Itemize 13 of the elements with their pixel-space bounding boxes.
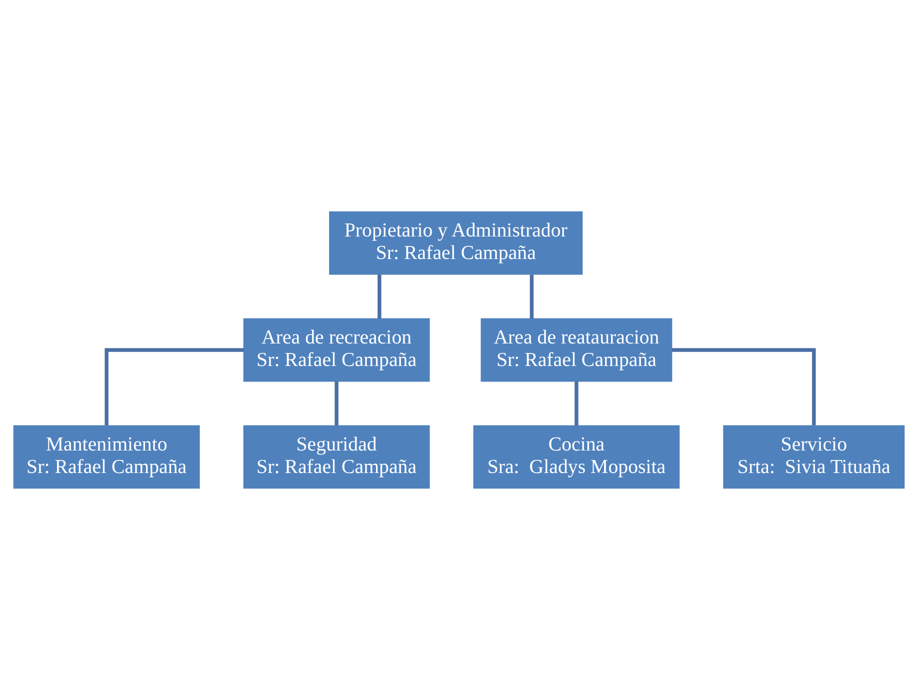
connector xyxy=(334,382,338,426)
connector xyxy=(671,348,816,426)
node-box: Propietario y Administrador Sr: Rafael Campaña xyxy=(328,211,582,275)
node-box: Cocina Sra: Gladys Moposita xyxy=(472,425,680,489)
node-box: Mantenimiento Sr: Rafael Campaña xyxy=(12,425,200,489)
connector xyxy=(574,382,578,426)
node-box: Area de reatauracion Sr: Rafael Campaña xyxy=(480,318,672,382)
node-box: Servicio Srta: Sivia Tituaña xyxy=(722,425,904,489)
connector xyxy=(104,348,244,426)
node-box: Seguridad Sr: Rafael Campaña xyxy=(242,425,430,489)
connector xyxy=(377,274,381,319)
node-box: Area de recreacion Sr: Rafael Campaña xyxy=(242,318,430,382)
connector xyxy=(529,274,534,319)
